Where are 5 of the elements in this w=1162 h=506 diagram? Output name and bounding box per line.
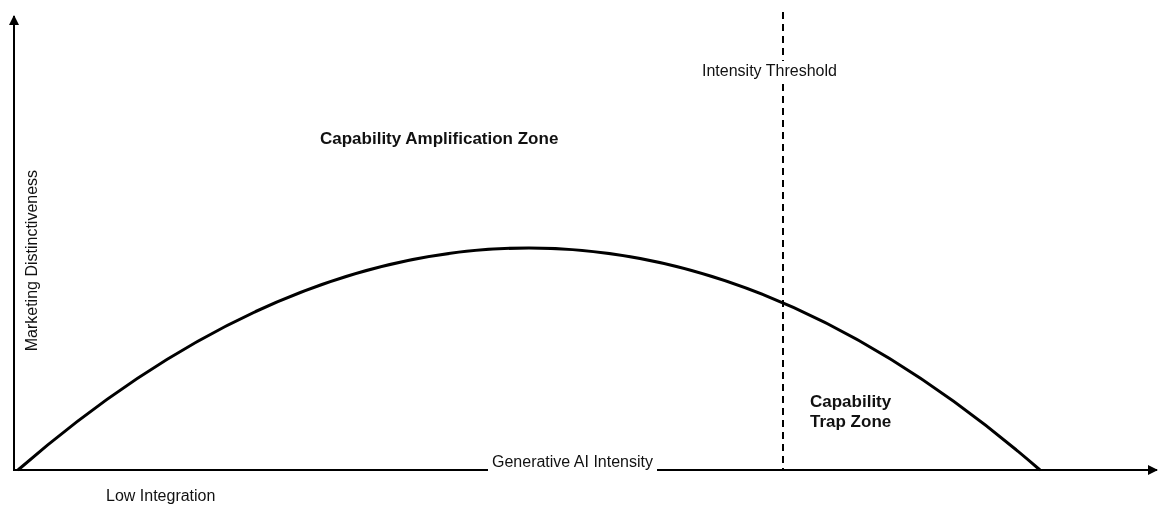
zone-label: Capability Amplification Zone xyxy=(320,129,559,150)
axis-label: Low Integration xyxy=(106,486,216,506)
axis-label: Generative AI Intensity xyxy=(488,452,657,472)
axis-label: Marketing Distinctiveness xyxy=(22,169,42,351)
zone-label: Capability Trap Zone xyxy=(810,392,893,433)
